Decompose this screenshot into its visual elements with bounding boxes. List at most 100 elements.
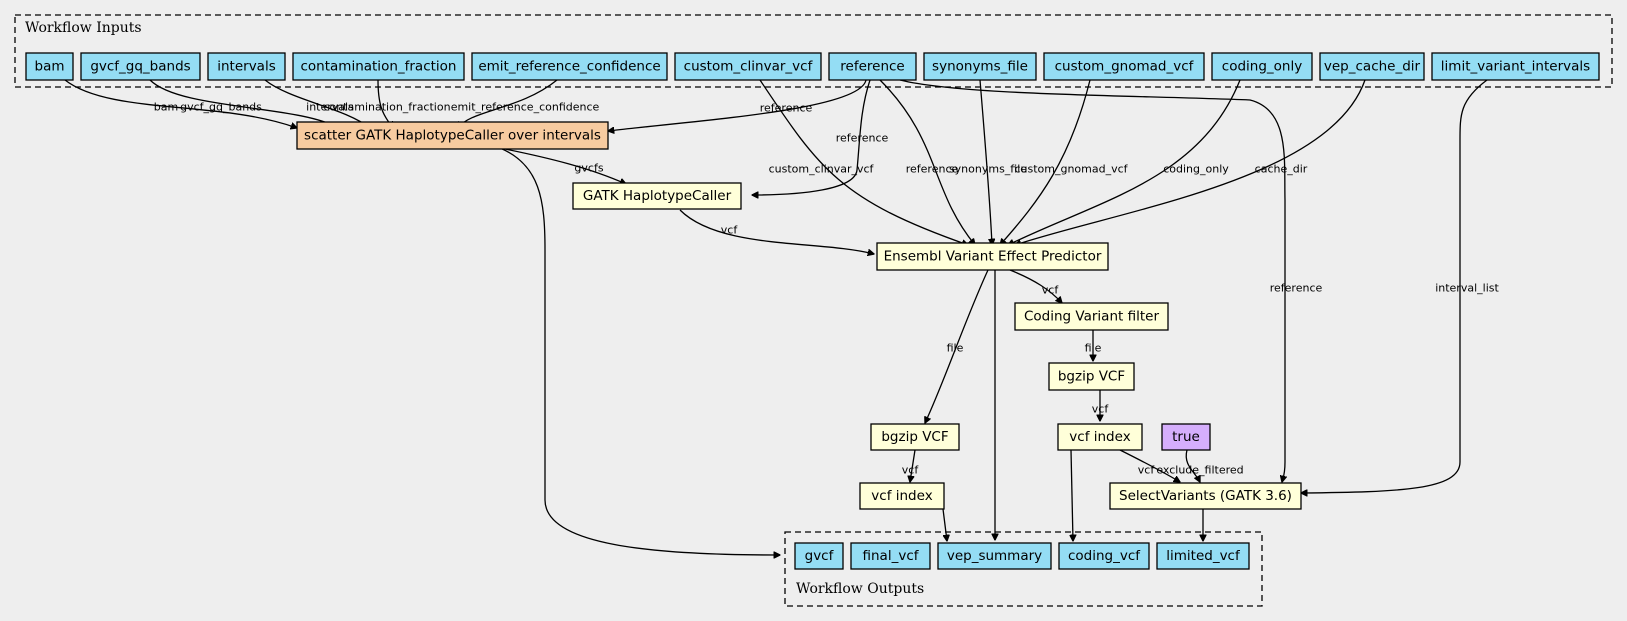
- output-final-vcf-label: final_vcf: [863, 548, 920, 564]
- edge-label-emit-reference-confidence: emit_reference_confidence: [451, 101, 600, 114]
- input-synonyms-file-label: synonyms_file: [932, 59, 1028, 75]
- edge-coding-only: coding_only: [1008, 79, 1241, 245]
- select-variants-step[interactable]: SelectVariants (GATK 3.6): [1109, 482, 1302, 510]
- edge-label-custom-clinvar-vcf: custom_clinvar_vcf: [769, 163, 875, 176]
- vcf-index-final-label: vcf index: [871, 488, 932, 504]
- edge-vep-file: file: [925, 269, 989, 423]
- input-contamination-fraction-label: contamination_fraction: [300, 59, 456, 75]
- input-custom-clinvar-vcf-label: custom_clinvar_vcf: [684, 59, 814, 75]
- input-coding-only-label: coding_only: [1222, 59, 1302, 75]
- output-vep-summary[interactable]: vep_summary: [937, 542, 1052, 570]
- edge-interval-list: interval_list: [1301, 79, 1499, 493]
- output-coding-vcf-label: coding_vcf: [1068, 548, 1141, 564]
- edge-label-interval-list: interval_list: [1435, 282, 1499, 295]
- edge-custom-gnomad-vcf: custom_gnomad_vcf: [1000, 79, 1129, 245]
- edge-label-contamination-fraction: contamination_fraction: [323, 101, 450, 114]
- input-reference[interactable]: reference: [828, 52, 917, 81]
- edge-label-hc-vcf: vcf: [721, 224, 739, 237]
- edge-coding-vcf: [1071, 449, 1073, 541]
- input-bam-label: bam: [35, 59, 65, 75]
- edge-label-vep-vcf: vcf: [1042, 284, 1060, 297]
- input-bam[interactable]: bam: [25, 52, 74, 81]
- gatk-haplotypecaller-step[interactable]: GATK HaplotypeCaller: [572, 182, 742, 210]
- bgzip-vcf-final-step[interactable]: bgzip VCF: [870, 423, 960, 451]
- workflow-outputs-label: Workflow Outputs: [796, 581, 924, 597]
- edge-label-reference-vep: reference: [906, 163, 959, 176]
- input-intervals[interactable]: intervals: [207, 52, 286, 81]
- input-limit-variant-intervals-label: limit_variant_intervals: [1441, 59, 1590, 75]
- true-constant-label: true: [1172, 429, 1200, 445]
- output-limited-vcf[interactable]: limited_vcf: [1156, 542, 1250, 570]
- input-custom-gnomad-vcf[interactable]: custom_gnomad_vcf: [1043, 52, 1205, 81]
- input-intervals-label: intervals: [217, 59, 276, 75]
- bgzip-vcf-final-label: bgzip VCF: [881, 429, 948, 445]
- edge-gvcf: [499, 147, 780, 555]
- edge-vep-vcf: vcf: [1009, 269, 1062, 303]
- edge-label-bgzip-final-vcf: vcf: [902, 464, 920, 477]
- edge-gvcf-gq-bands: gvcf_gq_bands: [149, 79, 338, 128]
- edge-reference-vep: reference: [879, 79, 975, 245]
- edge-gvcfs: gvcfs: [499, 147, 626, 184]
- input-emit-reference-confidence-label: emit_reference_confidence: [478, 59, 660, 75]
- input-custom-clinvar-vcf[interactable]: custom_clinvar_vcf: [674, 52, 822, 81]
- edge-index-coding-vcf: vcf: [1119, 449, 1180, 482]
- input-custom-gnomad-vcf-label: custom_gnomad_vcf: [1055, 59, 1195, 75]
- vep-step[interactable]: Ensembl Variant Effect Predictor: [876, 242, 1109, 271]
- output-limited-vcf-label: limited_vcf: [1166, 548, 1241, 564]
- vep-label: Ensembl Variant Effect Predictor: [884, 249, 1102, 265]
- vcf-index-coding-step[interactable]: vcf index: [1057, 423, 1143, 451]
- output-gvcf-label: gvcf: [805, 548, 835, 564]
- gatk-haplotypecaller-label: GATK HaplotypeCaller: [583, 188, 732, 204]
- workflow-outputs-cluster: Workflow Outputs: [784, 531, 1263, 607]
- vcf-index-final-step[interactable]: vcf index: [859, 482, 945, 510]
- edge-reference-select: reference: [899, 79, 1323, 482]
- edge-label-reference-select: reference: [1270, 282, 1323, 295]
- edge-label-gvcfs: gvcfs: [574, 162, 603, 175]
- scatter-haplotypecaller-step[interactable]: scatter GATK HaplotypeCaller over interv…: [296, 121, 609, 150]
- input-vep-cache-dir-label: vep_cache_dir: [1324, 59, 1421, 75]
- coding-variant-filter-step[interactable]: Coding Variant filter: [1014, 302, 1169, 331]
- edge-final-vcf: [942, 508, 947, 541]
- coding-variant-filter-label: Coding Variant filter: [1024, 309, 1159, 325]
- bgzip-vcf-coding-step[interactable]: bgzip VCF: [1048, 362, 1135, 391]
- edge-bgzip-final-vcf: vcf: [902, 449, 920, 482]
- select-variants-label: SelectVariants (GATK 3.6): [1119, 488, 1292, 504]
- edge-bgzip-coding-vcf: vcf: [1092, 388, 1109, 421]
- edge-label-intervals: intervals: [306, 101, 354, 114]
- edge-label-filter-file: file: [1085, 342, 1102, 355]
- input-vep-cache-dir[interactable]: vep_cache_dir: [1319, 52, 1425, 81]
- edge-label-vep-file: file: [947, 342, 964, 355]
- edge-label-custom-gnomad-vcf: custom_gnomad_vcf: [1014, 163, 1128, 176]
- edge-label-cache-dir: cache_dir: [1255, 163, 1308, 176]
- edge-bam: bam: [64, 79, 297, 128]
- input-gvcf-gq-bands-label: gvcf_gq_bands: [90, 59, 190, 75]
- output-final-vcf[interactable]: final_vcf: [850, 542, 931, 570]
- edge-hc-vcf: vcf: [679, 209, 874, 254]
- edge-filter-file: file: [1085, 330, 1102, 361]
- scatter-haplotypecaller-label: scatter GATK HaplotypeCaller over interv…: [304, 128, 601, 144]
- input-synonyms-file[interactable]: synonyms_file: [923, 52, 1037, 81]
- edge-label-reference-scatter: reference: [760, 102, 813, 115]
- edge-label-coding-only: coding_only: [1163, 163, 1229, 176]
- edge-reference-scatter: reference: [608, 79, 867, 131]
- input-contamination-fraction[interactable]: contamination_fraction: [292, 52, 465, 81]
- true-constant[interactable]: true: [1161, 423, 1211, 451]
- input-reference-label: reference: [840, 59, 904, 75]
- output-vep-summary-label: vep_summary: [947, 548, 1042, 564]
- edge-label-exclude-filtered: exclude_filtered: [1156, 464, 1243, 477]
- edge-reference-haplotypecaller: reference: [752, 79, 888, 195]
- output-coding-vcf[interactable]: coding_vcf: [1058, 542, 1150, 570]
- workflow-inputs-label: Workflow Inputs: [25, 20, 142, 36]
- edge-exclude-filtered: exclude_filtered: [1156, 449, 1244, 482]
- input-limit-variant-intervals[interactable]: limit_variant_intervals: [1431, 52, 1600, 81]
- input-emit-reference-confidence[interactable]: emit_reference_confidence: [471, 52, 668, 81]
- input-gvcf-gq-bands[interactable]: gvcf_gq_bands: [80, 52, 201, 81]
- edge-label-gvcf-gq-bands: gvcf_gq_bands: [180, 101, 262, 114]
- bgzip-vcf-coding-label: bgzip VCF: [1058, 369, 1125, 385]
- input-coding-only[interactable]: coding_only: [1211, 52, 1313, 81]
- edge-custom-clinvar-vcf: custom_clinvar_vcf: [759, 79, 968, 245]
- workflow-inputs-cluster: Workflow Inputs: [14, 14, 1613, 88]
- output-gvcf[interactable]: gvcf: [794, 542, 844, 570]
- edge-cache-dir: cache_dir: [1015, 79, 1366, 245]
